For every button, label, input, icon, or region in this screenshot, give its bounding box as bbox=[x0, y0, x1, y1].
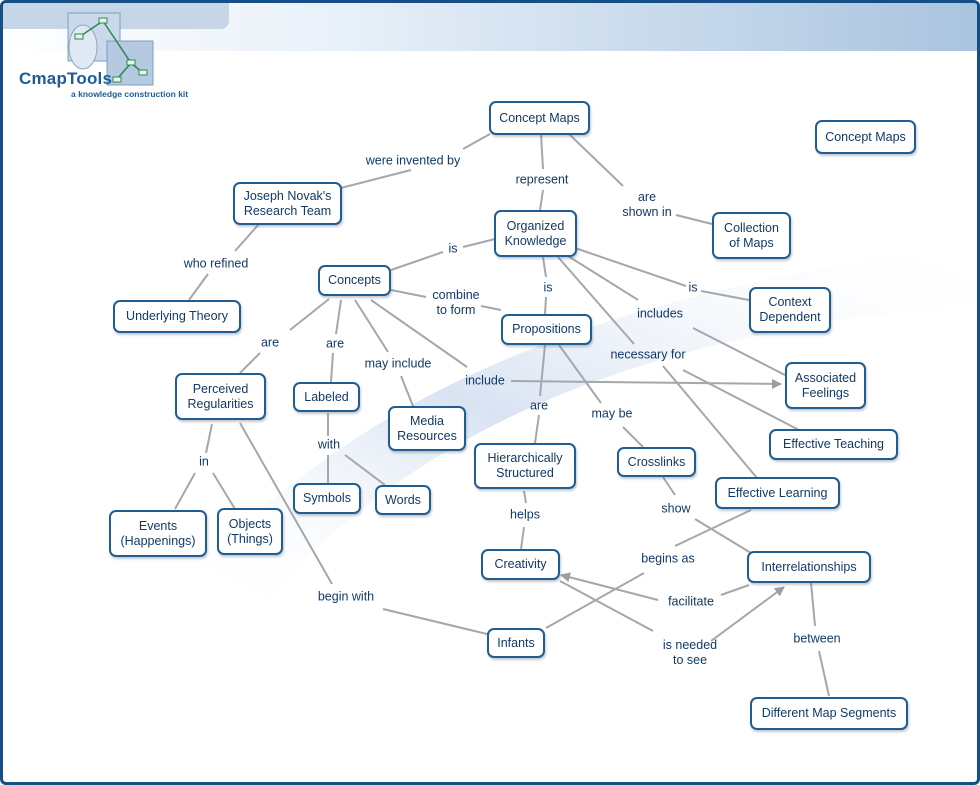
link-includes[interactable]: includes bbox=[637, 306, 683, 321]
node-concept-maps-legend[interactable]: Concept Maps bbox=[815, 120, 916, 154]
link-with[interactable]: with bbox=[317, 437, 341, 452]
node-hierarchically-structured[interactable]: Hierarchically Structured bbox=[474, 443, 576, 489]
link-are-hierarchical[interactable]: are bbox=[529, 398, 549, 413]
link-are-perceived[interactable]: are bbox=[260, 335, 280, 350]
node-interrelationships[interactable]: Interrelationships bbox=[747, 551, 871, 583]
link-represent[interactable]: represent bbox=[515, 172, 569, 187]
link-necessary-for[interactable]: necessary for bbox=[610, 347, 686, 362]
node-novak-research-team[interactable]: Joseph Novak's Research Team bbox=[233, 182, 342, 225]
link-begins-as[interactable]: begins as bbox=[641, 551, 695, 566]
node-crosslinks[interactable]: Crosslinks bbox=[617, 447, 696, 477]
link-facilitate[interactable]: facilitate bbox=[668, 594, 714, 609]
link-include[interactable]: include bbox=[465, 373, 505, 388]
node-different-map-segments[interactable]: Different Map Segments bbox=[750, 697, 908, 730]
node-concepts[interactable]: Concepts bbox=[318, 265, 391, 296]
link-is-concepts[interactable]: is bbox=[448, 241, 458, 256]
logo-tagline: a knowledge construction kit bbox=[71, 89, 189, 99]
logo-graphic bbox=[67, 12, 154, 86]
logo-title: CmapTools bbox=[19, 69, 113, 88]
link-are-labeled[interactable]: are bbox=[325, 336, 345, 351]
node-propositions[interactable]: Propositions bbox=[501, 314, 592, 345]
node-events[interactable]: Events (Happenings) bbox=[109, 510, 207, 557]
node-organized-knowledge[interactable]: Organized Knowledge bbox=[494, 210, 577, 257]
link-is-needed-to-see[interactable]: is needed to see bbox=[662, 638, 718, 667]
link-show[interactable]: show bbox=[661, 501, 691, 516]
node-creativity[interactable]: Creativity bbox=[481, 549, 560, 580]
link-in[interactable]: in bbox=[199, 454, 209, 469]
node-words[interactable]: Words bbox=[375, 485, 431, 515]
node-associated-feelings[interactable]: Associated Feelings bbox=[785, 362, 866, 409]
node-symbols[interactable]: Symbols bbox=[293, 483, 361, 514]
node-objects[interactable]: Objects (Things) bbox=[217, 508, 283, 555]
link-may-be[interactable]: may be bbox=[591, 406, 633, 421]
node-effective-learning[interactable]: Effective Learning bbox=[715, 477, 840, 509]
node-effective-teaching[interactable]: Effective Teaching bbox=[769, 429, 898, 460]
link-is-context[interactable]: is bbox=[688, 280, 698, 295]
node-concept-maps[interactable]: Concept Maps bbox=[489, 101, 590, 135]
link-is-propositions[interactable]: is bbox=[543, 280, 553, 295]
node-infants[interactable]: Infants bbox=[487, 628, 545, 658]
link-may-include[interactable]: may include bbox=[364, 356, 432, 371]
connection-lines bbox=[174, 133, 830, 697]
node-underlying-theory[interactable]: Underlying Theory bbox=[113, 300, 241, 333]
cmaptools-logo: CmapTools a knowledge construction kit bbox=[11, 7, 211, 102]
background-swoosh bbox=[203, 243, 977, 603]
link-between[interactable]: between bbox=[793, 631, 841, 646]
node-collection-of-maps[interactable]: Collection of Maps bbox=[712, 212, 791, 259]
link-helps[interactable]: helps bbox=[510, 507, 540, 522]
link-who-refined[interactable]: who refined bbox=[183, 256, 249, 271]
node-media-resources[interactable]: Media Resources bbox=[388, 406, 466, 451]
link-begin-with[interactable]: begin with bbox=[317, 589, 375, 604]
node-labeled[interactable]: Labeled bbox=[293, 382, 360, 412]
node-perceived-regularities[interactable]: Perceived Regularities bbox=[175, 373, 266, 420]
node-context-dependent[interactable]: Context Dependent bbox=[749, 287, 831, 333]
link-were-invented-by[interactable]: were invented by bbox=[365, 153, 461, 168]
link-are-shown-in[interactable]: are shown in bbox=[622, 190, 672, 219]
link-combine-to-form[interactable]: combine to form bbox=[432, 288, 480, 317]
